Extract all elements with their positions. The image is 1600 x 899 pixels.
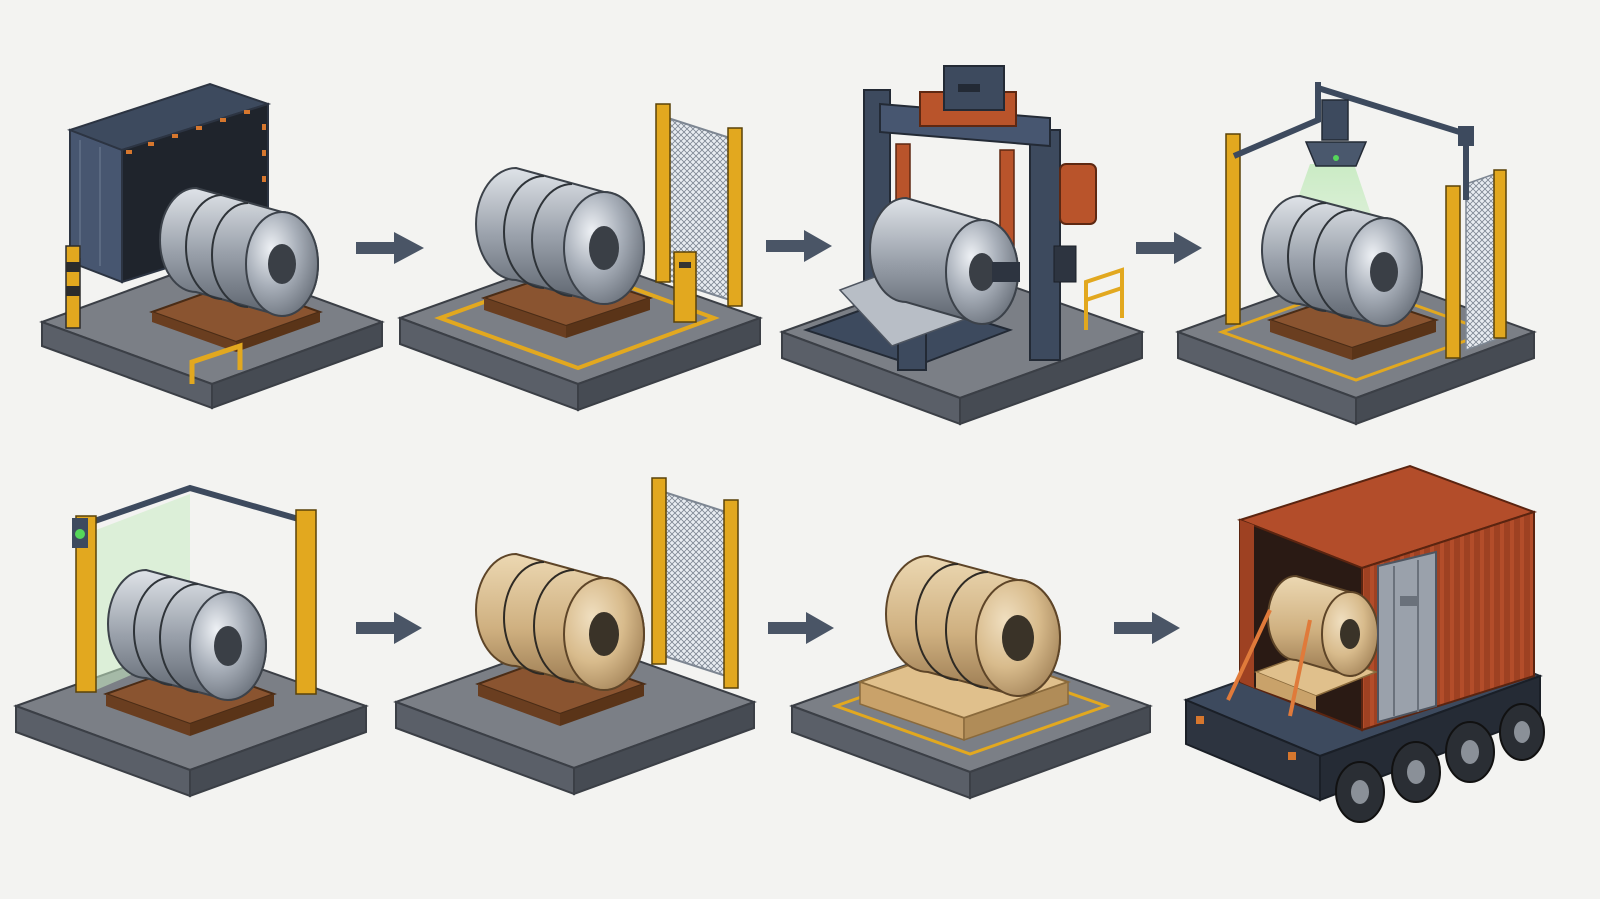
step-6-wrapped-fence (393, 477, 757, 796)
steel-coil (1261, 194, 1423, 328)
camera-icon (1304, 99, 1368, 167)
step-5-light-gate (13, 484, 369, 798)
safety-fence (651, 477, 739, 689)
signal-light-icon (72, 518, 88, 548)
step-2-staging-fence (397, 103, 763, 412)
steel-coil (159, 186, 319, 318)
arrow-right-icon (1114, 612, 1180, 644)
step-8-truck-loading (1183, 464, 1545, 823)
wrapped-coil (885, 554, 1061, 698)
wrapped-coil (1267, 574, 1379, 678)
steel-coil (107, 568, 267, 702)
safety-railing (1084, 267, 1124, 330)
arrow-right-icon (356, 612, 422, 644)
arrow-right-icon (766, 230, 832, 262)
steel-coil (869, 196, 1020, 326)
inspection-gantry (1225, 82, 1507, 359)
control-post (673, 251, 697, 323)
step-4-camera-inspection (1175, 82, 1537, 426)
step-1-container-unload (39, 82, 385, 410)
container-door (1377, 550, 1437, 724)
wooden-pallet (480, 268, 654, 338)
arrow-right-icon (356, 232, 424, 264)
press-frame (863, 65, 1097, 361)
step-7-wrapped-pallet (789, 554, 1153, 800)
wooden-pallet (475, 652, 647, 726)
steel-coil (475, 166, 645, 306)
truck-wheels (1335, 703, 1545, 823)
wrapped-coil (475, 552, 645, 692)
ratchet-strap (1226, 609, 1312, 717)
bollard (65, 245, 81, 329)
safety-fence (655, 103, 743, 307)
arrow-right-icon (1136, 232, 1202, 264)
step-3-press-machine (779, 65, 1145, 426)
arrow-right-icon (768, 612, 834, 644)
safety-railing (189, 342, 243, 384)
light-gate-frame (75, 484, 317, 695)
